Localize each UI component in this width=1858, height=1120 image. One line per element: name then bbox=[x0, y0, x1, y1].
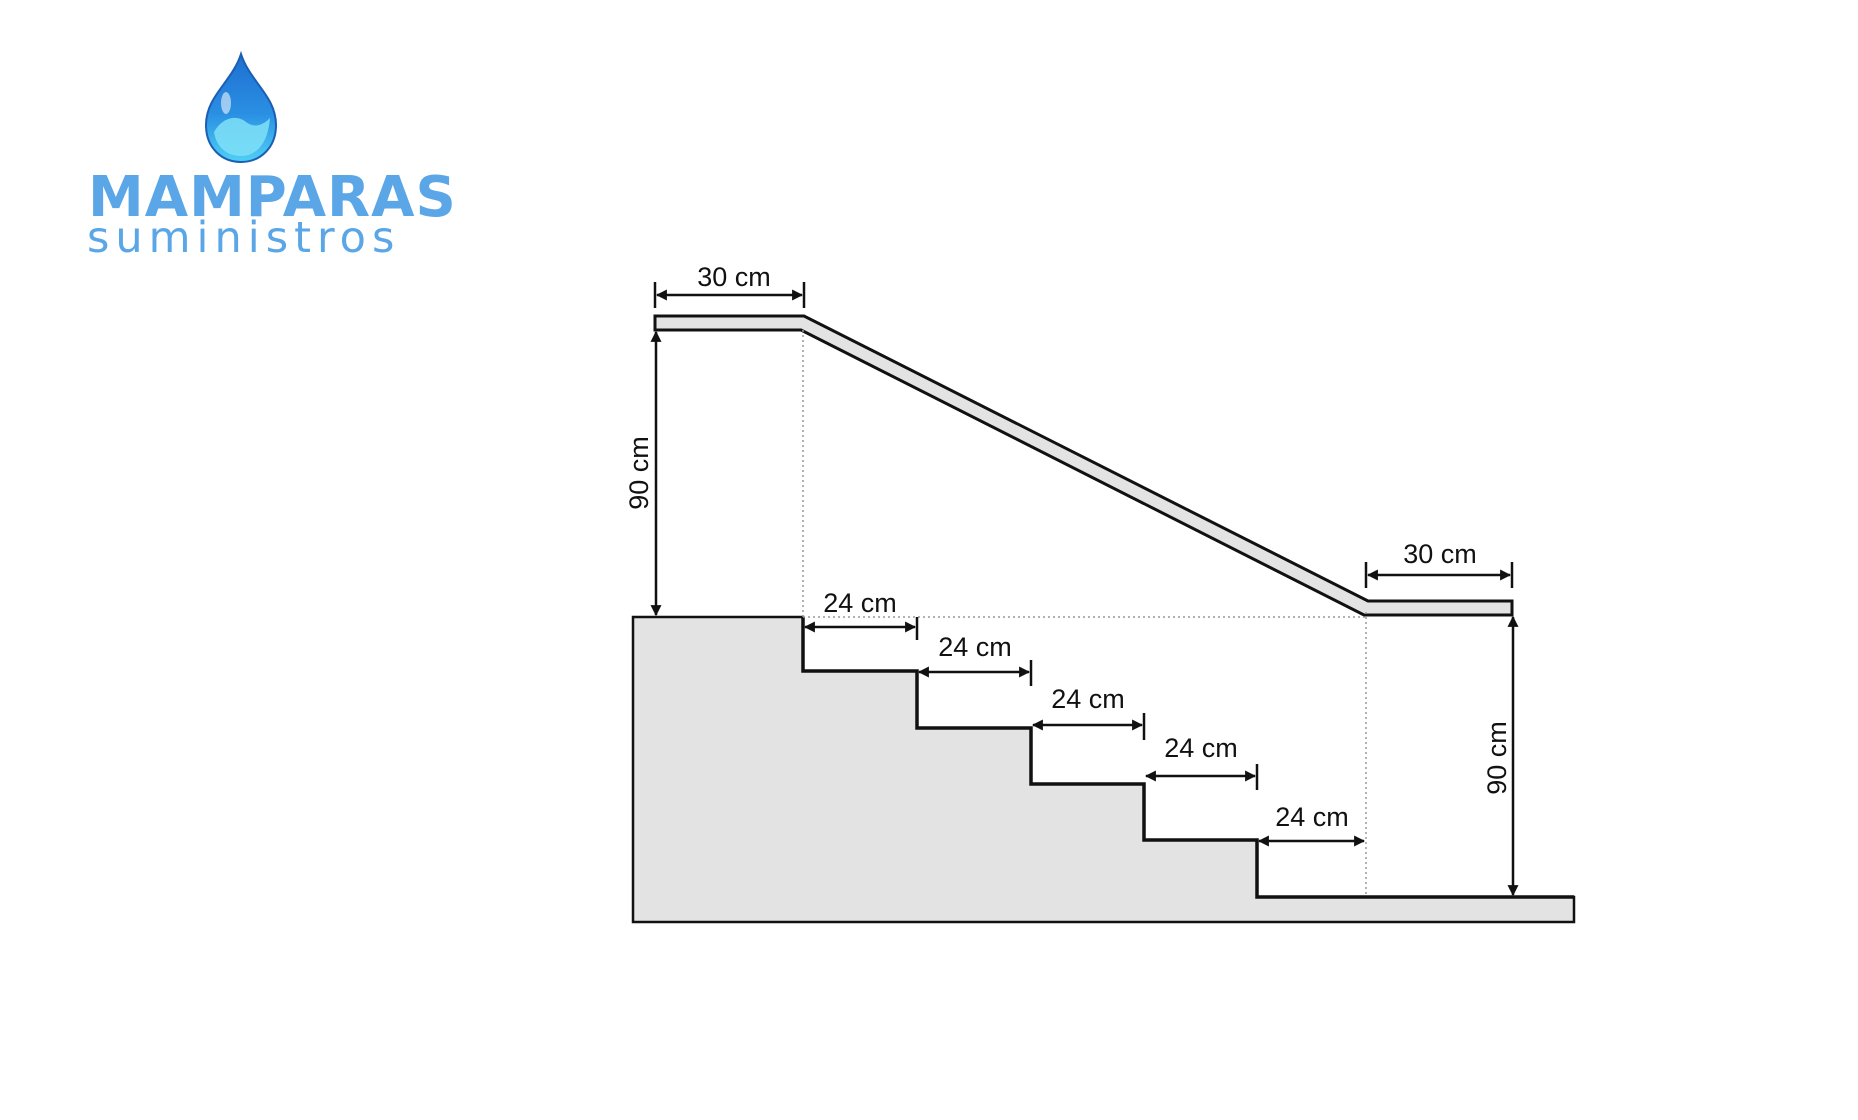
dimension-tread-1: 24 cm bbox=[803, 588, 919, 640]
dimension-left-height: 90 cm bbox=[624, 330, 662, 617]
dimension-bottom-extension: 30 cm bbox=[1364, 539, 1514, 588]
dimension-label-tread-2: 24 cm bbox=[938, 632, 1012, 662]
dimension-tread-3: 24 cm bbox=[1031, 684, 1146, 740]
dimension-tread-5: 24 cm bbox=[1257, 802, 1366, 847]
reference-lines bbox=[802, 330, 1367, 897]
dimension-label-tread-4: 24 cm bbox=[1164, 733, 1238, 763]
dimension-tread-4: 24 cm bbox=[1144, 733, 1259, 790]
dimension-tread-2: 24 cm bbox=[917, 632, 1033, 686]
water-drop-icon bbox=[204, 50, 278, 164]
brand-logo: MAMPARAS suministros bbox=[87, 50, 457, 263]
dimension-label-right-height: 90 cm bbox=[1482, 721, 1512, 795]
dimension-label-top-extension: 30 cm bbox=[697, 262, 771, 292]
dimension-label-left-height: 90 cm bbox=[624, 436, 654, 510]
dimension-label-tread-1: 24 cm bbox=[823, 588, 897, 618]
dimension-right-height: 90 cm bbox=[1482, 615, 1519, 897]
brand-tagline: suministros bbox=[87, 213, 400, 263]
dimension-label-tread-3: 24 cm bbox=[1051, 684, 1125, 714]
dimension-label-tread-5: 24 cm bbox=[1275, 802, 1349, 832]
handrail bbox=[653, 314, 1514, 617]
brand-name: MAMPARAS bbox=[88, 165, 457, 230]
stair-outline bbox=[801, 617, 1574, 899]
dimension-top-extension: 30 cm bbox=[653, 262, 806, 308]
stair-body bbox=[631, 615, 1576, 924]
dimension-label-bottom-extension: 30 cm bbox=[1403, 539, 1477, 569]
